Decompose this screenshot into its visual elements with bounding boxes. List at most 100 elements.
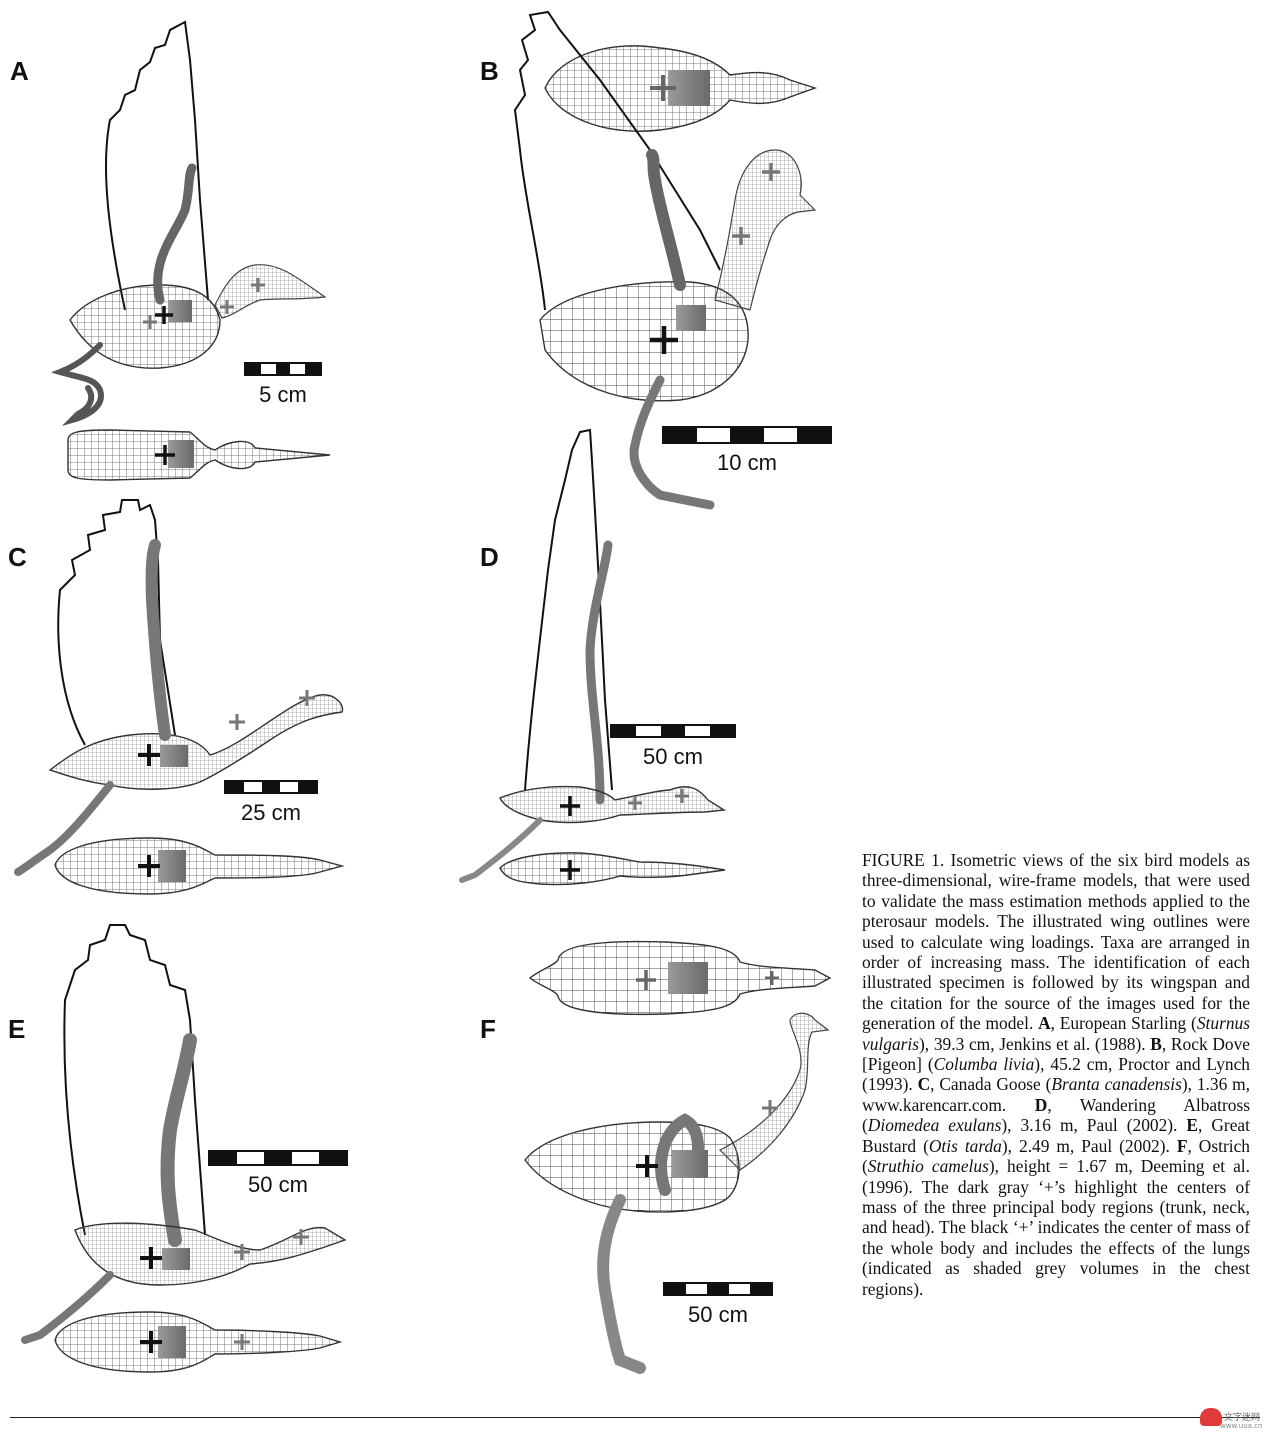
scale-label-e: 50 cm bbox=[248, 1172, 308, 1197]
wing-outline-d bbox=[524, 428, 613, 791]
com-marker-a bbox=[155, 306, 173, 324]
scale-bar-f: 50 cm bbox=[663, 1282, 773, 1328]
com-marker-f bbox=[636, 1155, 658, 1177]
wing-outline-c bbox=[57, 499, 176, 746]
watermark-logo: 文字迷网 www.uua.cn bbox=[1196, 1404, 1263, 1432]
caption-e-source: ), 2.49 m, Paul (2002). bbox=[1001, 1135, 1177, 1156]
caption-figure-label: FIGURE 1. bbox=[862, 850, 945, 870]
region-com-d-1 bbox=[628, 796, 642, 810]
lung-b bbox=[676, 305, 706, 331]
region-com-c-1 bbox=[229, 714, 245, 730]
scale-bar-d: 50 cm bbox=[610, 724, 736, 770]
neck-b bbox=[714, 149, 817, 311]
scale-label-b: 10 cm bbox=[717, 450, 777, 475]
watermark-text: 文字迷网 bbox=[1224, 1413, 1261, 1423]
leg-c bbox=[14, 781, 114, 876]
scale-bar-e: 50 cm bbox=[208, 1150, 348, 1198]
heart-icon bbox=[1200, 1408, 1222, 1426]
region-com-a-3 bbox=[251, 278, 265, 292]
region-com-f-1 bbox=[762, 1100, 778, 1116]
caption-b-species: Columba livia bbox=[933, 1054, 1035, 1075]
lung-e bbox=[162, 1248, 190, 1270]
caption-f-source: ), height = 1.67 m, Deeming et al. (1996… bbox=[862, 1156, 1250, 1299]
region-com-a-1 bbox=[143, 315, 157, 329]
caption-d-species: Diomedea exulans bbox=[867, 1115, 1002, 1136]
region-com-b-1 bbox=[732, 227, 750, 245]
caption-e-species: Otis tarda bbox=[928, 1135, 1002, 1156]
com-marker-top-b bbox=[650, 75, 676, 101]
caption-c-text: , Canada Goose ( bbox=[930, 1074, 1052, 1095]
panel-label-a: A bbox=[10, 56, 29, 86]
caption-e-text: , Great Bustard ( bbox=[862, 1115, 1250, 1156]
region-com-c-2 bbox=[299, 690, 315, 706]
caption-a-text: , European Starling ( bbox=[1050, 1013, 1197, 1034]
panel-label-f: F bbox=[480, 1014, 496, 1044]
raised-limb-f bbox=[655, 1113, 704, 1196]
scale-label-a: 5 cm bbox=[259, 382, 307, 407]
bird-model-great-bustard bbox=[21, 924, 347, 1373]
raised-limb-a bbox=[153, 163, 197, 305]
trunk-top-e bbox=[54, 1311, 343, 1373]
caption-a-source: ), 39.3 cm, Jenkins et al. (1988). bbox=[919, 1033, 1151, 1054]
neck-f bbox=[718, 1012, 830, 1171]
lung-top-f bbox=[668, 962, 708, 994]
caption-c-species: Branta canadensis bbox=[1051, 1074, 1182, 1095]
wing-outline-b bbox=[513, 10, 721, 311]
com-marker-top-c bbox=[138, 855, 160, 877]
lung-top-e bbox=[158, 1326, 186, 1358]
trunk-top-d bbox=[499, 852, 726, 886]
leg-e bbox=[21, 1271, 114, 1344]
com-marker-top-f bbox=[636, 970, 656, 990]
lung-a bbox=[168, 300, 192, 322]
trunk-side-d bbox=[499, 785, 727, 824]
caption-d-text: , Wandering Albatross ( bbox=[862, 1094, 1251, 1136]
page-rule bbox=[10, 1417, 1260, 1418]
caption-f-label: F bbox=[1176, 1135, 1188, 1156]
caption-d-label: D bbox=[1034, 1094, 1048, 1115]
wing-outline-e bbox=[63, 924, 206, 1236]
caption-f-text: , Ostrich ( bbox=[862, 1135, 1250, 1177]
region-com-e-1 bbox=[234, 1244, 250, 1260]
com-marker-d bbox=[560, 796, 580, 816]
trunk-side-c bbox=[48, 694, 344, 790]
wing-outline-a bbox=[104, 20, 209, 311]
region-com-b-2 bbox=[762, 163, 780, 181]
caption-a-species: Sturnus vulgaris bbox=[862, 1013, 1250, 1054]
raised-limb-d bbox=[585, 540, 613, 805]
com-marker-e bbox=[140, 1247, 162, 1269]
com-marker-top-d bbox=[560, 860, 580, 880]
raised-limb-b bbox=[646, 149, 686, 291]
region-com-e-2 bbox=[293, 1229, 309, 1245]
panel-label-c: C bbox=[8, 542, 27, 572]
leg-f bbox=[597, 1194, 646, 1374]
com-marker-c bbox=[138, 744, 160, 766]
raised-limb-e bbox=[160, 1033, 197, 1247]
caption-c-label: C bbox=[917, 1074, 931, 1095]
caption-d-source: ), 3.16 m, Paul (2002). bbox=[1001, 1115, 1187, 1136]
leg-a bbox=[50, 342, 104, 426]
scale-bar-c: 25 cm bbox=[224, 780, 318, 826]
bird-model-canada-goose bbox=[14, 499, 345, 895]
com-marker-b bbox=[650, 326, 678, 354]
trunk-top-a bbox=[67, 429, 331, 481]
scale-label-c: 25 cm bbox=[241, 800, 301, 825]
region-com-top-f bbox=[765, 971, 779, 985]
com-marker-top-a bbox=[155, 445, 175, 465]
caption-c-source: ), 1.36 m, www.karencarr.com. bbox=[862, 1074, 1251, 1115]
caption-b-source: ), 45.2 cm, Proctor and Lynch (1993). bbox=[862, 1054, 1250, 1095]
caption-intro: Isometric views of the six bird models a… bbox=[862, 850, 1250, 1034]
leg-d bbox=[459, 817, 543, 883]
caption-b-text: , Rock Dove [Pigeon] ( bbox=[862, 1033, 1250, 1075]
neck-head-side-a bbox=[214, 264, 327, 319]
raised-limb-c bbox=[145, 539, 171, 741]
scale-label-d: 50 cm bbox=[643, 744, 703, 769]
region-com-d-2 bbox=[675, 789, 689, 803]
watermark-sub: www.uua.cn bbox=[1220, 1422, 1263, 1430]
scale-bar-a: 5 cm bbox=[244, 362, 322, 408]
caption-a-label: A bbox=[1038, 1013, 1051, 1034]
region-com-top-e bbox=[234, 1334, 250, 1350]
panel-label-e: E bbox=[8, 1014, 26, 1044]
lung-top-c bbox=[158, 850, 186, 882]
panel-label-d: D bbox=[480, 542, 499, 572]
